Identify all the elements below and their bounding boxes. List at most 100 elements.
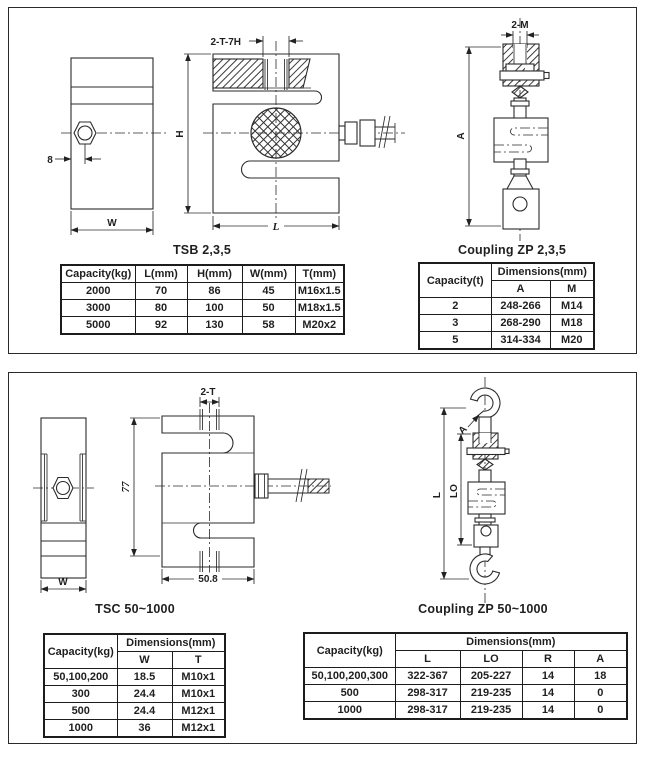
table-cell: 70 [134, 282, 188, 300]
table-header-row: Capacity(kg) L(mm) H(mm) W(mm) T(mm) [60, 264, 345, 283]
tsb-front-view: 2-T-7H H L [175, 36, 405, 233]
column-header: M [549, 280, 595, 298]
table-cell: 248-266 [490, 297, 551, 315]
table-cell: 14 [521, 684, 575, 702]
table-row: 5000 92 130 58 M20x2 [60, 316, 345, 335]
coupling-zp-235-table: Capacity(t) Dimensions(mm) A M 2 248-266… [418, 262, 595, 350]
dim-a-label: A [456, 132, 467, 139]
table-cell: 1000 [43, 719, 118, 738]
coupling-s-cell [467, 481, 506, 515]
top-hook-icon [469, 387, 501, 419]
column-header: LO [459, 650, 523, 668]
table-cell: 3 [418, 314, 492, 332]
column-header: H(mm) [186, 264, 243, 283]
column-header: A [573, 650, 628, 668]
coupling-zp-hooks-caption: Coupling ZP 50~1000 [418, 602, 548, 616]
tsb-caption: TSB 2,3,5 [172, 243, 232, 257]
table-cell: 0 [573, 701, 628, 720]
hex-nut-icon [52, 476, 74, 500]
table-cell: 14 [521, 667, 575, 685]
coupling-zp-hooks-view: A L LO [432, 377, 510, 605]
table-row: 1000 298-317 219-235 14 0 [303, 701, 628, 720]
tsb-drawings: 8 W 2-T-7H [47, 18, 550, 241]
table-cell: M10x1 [171, 685, 226, 703]
table-cell: 268-290 [490, 314, 551, 332]
table-cell: 130 [186, 316, 243, 335]
coupling-zp-235-view: 2-M A [456, 18, 550, 241]
table-cell: 18 [573, 667, 628, 685]
dim-coupling-length-label: L [432, 492, 443, 498]
dim-base-width-label: 50.8 [198, 574, 218, 585]
column-header: Capacity(t) [418, 262, 492, 298]
column-header: L(mm) [134, 264, 188, 283]
column-header: Dimensions(mm) [394, 632, 628, 651]
tsb-dimensions-table: Capacity(kg) L(mm) H(mm) W(mm) T(mm) 200… [60, 264, 345, 335]
table-cell: M12x1 [171, 702, 226, 720]
table-row: 5 314-334 M20 [418, 331, 595, 350]
table-row: 3000 80 100 50 M18x1.5 [60, 299, 345, 317]
column-header: Capacity(kg) [303, 632, 396, 668]
table-header-row: A M [419, 280, 595, 298]
column-header: T [171, 651, 226, 669]
table-header-row: Capacity(kg) Dimensions(mm) [303, 632, 628, 668]
table-cell: 2 [418, 297, 492, 315]
dim-h-label: H [175, 130, 186, 137]
table-cell: M20 [549, 331, 595, 350]
dim-thread-top-label: 2-T-7H [210, 37, 241, 48]
hex-nut-icon [73, 121, 97, 145]
dim-height-label: 77 [120, 481, 132, 493]
cable-connector [338, 115, 396, 149]
table-cell: 80 [134, 299, 188, 317]
table-row: 50,100,200,300 322-367 205-227 14 18 [303, 667, 628, 685]
dim-hook-opening-label: A [457, 424, 470, 437]
table-cell: 14 [521, 701, 575, 720]
table-cell: 219-235 [459, 701, 523, 720]
dim-2m-label: 2-M [511, 20, 528, 31]
table-cell: 24.4 [116, 685, 173, 703]
table-cell: M16x1.5 [294, 282, 345, 300]
column-header: A [490, 280, 551, 298]
tsc-drawings: W 2-T 77 [33, 377, 510, 605]
dim-thread-top-label: 2-T [201, 387, 216, 398]
table-row: 3 268-290 M18 [418, 314, 595, 332]
column-header: Dimensions(mm) [116, 633, 226, 652]
tsb-spec-panel: 8 W 2-T-7H [8, 7, 637, 354]
dim-offset-label: 8 [47, 155, 53, 166]
tsc-caption: TSC 50~1000 [95, 602, 175, 616]
tsc-dimensions-table: Capacity(kg) Dimensions(mm) W T 50,100,2… [43, 633, 226, 738]
coupling-s-cell [493, 117, 549, 163]
table-cell: 36 [116, 719, 173, 738]
table-cell: 298-317 [394, 684, 461, 702]
table-cell: M18 [549, 314, 595, 332]
table-cell: 86 [186, 282, 243, 300]
column-header: Capacity(kg) [60, 264, 136, 283]
table-cell: 500 [43, 702, 118, 720]
table-header-row: Capacity(t) Dimensions(mm) [418, 262, 595, 298]
table-row: 300 24.4 M10x1 [43, 685, 226, 703]
table-cell: 314-334 [490, 331, 551, 350]
table-cell: M12x1 [171, 719, 226, 738]
dim-l-label: L [272, 221, 280, 233]
table-cell: 5000 [60, 316, 136, 335]
table-cell: M20x2 [294, 316, 345, 335]
table-cell: 58 [241, 316, 296, 335]
tsc-spec-panel: W 2-T 77 [8, 372, 637, 744]
table-row: 2 248-266 M14 [418, 297, 595, 315]
tsc-front-view: 2-T 77 50.8 [120, 387, 331, 585]
table-cell: 205-227 [459, 667, 523, 685]
table-row: 500 298-317 219-235 14 0 [303, 684, 628, 702]
table-cell: 219-235 [459, 684, 523, 702]
column-header: L [394, 650, 461, 668]
table-cell: 1000 [303, 701, 396, 720]
table-cell: 50,100,200 [43, 668, 118, 686]
column-header: Capacity(kg) [43, 633, 118, 669]
table-cell: 24.4 [116, 702, 173, 720]
tsb-side-view: 8 W [47, 57, 169, 235]
table-row: 1000 36 M12x1 [43, 719, 226, 738]
table-cell: 500 [303, 684, 396, 702]
table-row: 500 24.4 M12x1 [43, 702, 226, 720]
strain-gauge-area [250, 107, 302, 159]
table-cell: M14 [549, 297, 595, 315]
coupling-zp-235-caption: Coupling ZP 2,3,5 [457, 243, 567, 257]
table-cell: 5 [418, 331, 492, 350]
